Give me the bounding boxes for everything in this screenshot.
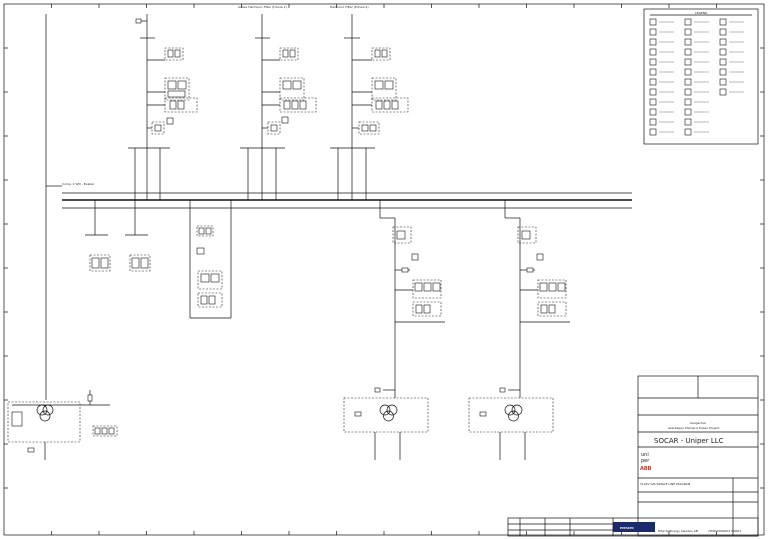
legend-title: LEGEND	[695, 11, 708, 15]
legend-symbol	[684, 78, 692, 86]
legend: LEGEND	[643, 8, 759, 145]
title-block: Sangachal Azerbaijan Shimal-2 Power Proj…	[613, 375, 759, 537]
legend-symbol	[719, 58, 727, 66]
project-name-line-1: Sangachal	[690, 421, 706, 425]
legend-symbol	[684, 108, 692, 116]
legend-symbol	[649, 128, 657, 136]
station-transformer-group	[7, 390, 118, 460]
legend-symbol	[649, 68, 657, 76]
legend-symbol	[684, 98, 692, 106]
drawing-title: 110kV GIS SINGLE LINE DIAGRAM	[640, 482, 691, 486]
legend-symbol	[719, 18, 727, 26]
legend-symbol	[684, 18, 692, 26]
client-logo-line-1: uni	[641, 452, 649, 458]
company-name: Hitachi Energy Sweden AB	[658, 529, 698, 533]
vendor-logo: HITACHI	[620, 526, 634, 530]
upper-feeder-3	[330, 14, 409, 200]
lower-feeder-2	[468, 200, 570, 460]
legend-symbol	[684, 118, 692, 126]
legend-symbol	[719, 78, 727, 86]
busbar-label: Comp. 2 WD - Busbar	[62, 182, 95, 186]
legend-symbol	[684, 68, 692, 76]
project-name-line-2: Azerbaijan Shimal-2 Power Project	[668, 426, 720, 430]
legend-symbol	[719, 28, 727, 36]
legend-symbol	[649, 58, 657, 66]
legend-symbol	[649, 18, 657, 26]
legend-symbol	[684, 128, 692, 136]
legend-symbol	[649, 48, 657, 56]
vendor-mark: ABB	[640, 466, 652, 472]
coupler-bay	[189, 200, 232, 319]
feeder-title-2: Harmonic Filter (Future 2)	[330, 5, 369, 9]
upper-feeder-1	[128, 14, 198, 200]
feeder-title-1: Active Harmonic Filter (Future 1)	[238, 5, 287, 9]
project-title: SOCAR - Uniper LLC	[654, 437, 724, 445]
legend-symbol	[649, 28, 657, 36]
legend-symbol	[719, 38, 727, 46]
legend-symbol	[649, 118, 657, 126]
legend-symbol	[649, 78, 657, 86]
revision-block	[507, 517, 759, 537]
legend-symbol	[649, 98, 657, 106]
upper-feeder-2	[240, 14, 317, 200]
legend-symbol	[649, 108, 657, 116]
legend-symbol	[684, 28, 692, 36]
frame-ticks	[4, 4, 764, 535]
legend-symbol	[719, 88, 727, 96]
lower-feeder-1	[343, 200, 445, 460]
legend-symbol	[719, 68, 727, 76]
legend-symbol	[684, 88, 692, 96]
main-busbars: Comp. 2 WD - Busbar	[62, 182, 632, 209]
legend-symbol	[684, 38, 692, 46]
legend-symbol	[684, 58, 692, 66]
client-logo-line-2: per	[641, 458, 650, 464]
legend-symbol	[719, 48, 727, 56]
document-number: 1HSE 0000001 H0003	[708, 529, 741, 533]
legend-symbol	[649, 38, 657, 46]
legend-symbol	[684, 48, 692, 56]
legend-symbol	[649, 88, 657, 96]
vt-bays	[85, 200, 151, 272]
